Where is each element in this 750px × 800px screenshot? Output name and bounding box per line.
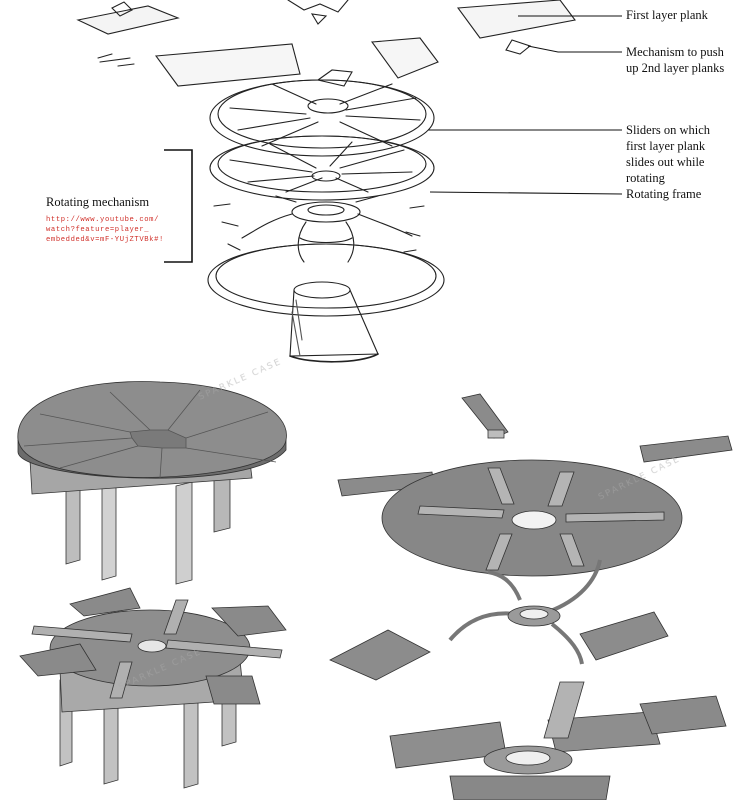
table-top — [17, 381, 287, 478]
right-floating-planks — [337, 393, 733, 497]
table-exploded-lower — [19, 587, 287, 789]
label-first-layer-plank: First layer plank — [626, 8, 708, 22]
youtube-link-line3[interactable]: embedded&v=mF-YUjZTVBk#! — [46, 236, 164, 244]
label-mechanism-push-line1: Mechanism to push — [626, 45, 724, 59]
right-lower-planks — [329, 611, 669, 681]
mid-planks-sketch — [154, 37, 439, 253]
youtube-link-line2[interactable]: watch?feature=player_ — [46, 226, 150, 234]
lower-sliders — [31, 599, 283, 699]
lower-plank-wings — [19, 587, 287, 705]
middle-slider-wheel-sketch — [209, 135, 435, 201]
top-left-plank-sketch — [76, 1, 180, 67]
table-top-seams — [23, 389, 277, 479]
label-sliders-line1: Sliders on which — [626, 123, 711, 137]
right-curved-arms — [448, 559, 602, 665]
pedestal-sketch — [289, 281, 379, 363]
label-rotating-mechanism: Rotating mechanism — [46, 195, 150, 209]
rotating-mechanism-bracket — [164, 149, 193, 263]
youtube-link-line1[interactable]: http://www.youtube.com/ — [46, 216, 160, 224]
upper-slider-wheel-sketch — [209, 69, 435, 157]
label-sliders-line4: rotating — [626, 171, 665, 185]
pencil-sketch — [76, 0, 576, 363]
label-sliders-line3: slides out while — [626, 155, 705, 169]
exploded-right-assembly — [329, 393, 733, 800]
lower-disc-hole — [137, 639, 167, 653]
top-right-plank-sketch — [456, 0, 576, 55]
right-main-disc-hole — [511, 510, 557, 530]
leader-rotating-frame — [429, 191, 623, 195]
right-disc-slots — [417, 467, 665, 571]
assembled-table — [17, 381, 287, 585]
right-hub-hole — [519, 608, 549, 620]
label-mechanism-push-line2: up 2nd layer planks — [626, 61, 725, 75]
top-center-star-sketch — [287, 0, 349, 25]
label-rotating-frame: Rotating frame — [626, 187, 702, 201]
rotating-frame-sketch — [241, 195, 413, 263]
annotation-leaders — [164, 15, 623, 263]
base-ring-sketch — [207, 243, 445, 317]
right-bottom-cross-assembly — [389, 681, 727, 800]
label-sliders-line2: first layer plank — [626, 139, 706, 153]
leader-mechanism-push — [527, 45, 622, 53]
table-legs — [65, 469, 231, 585]
